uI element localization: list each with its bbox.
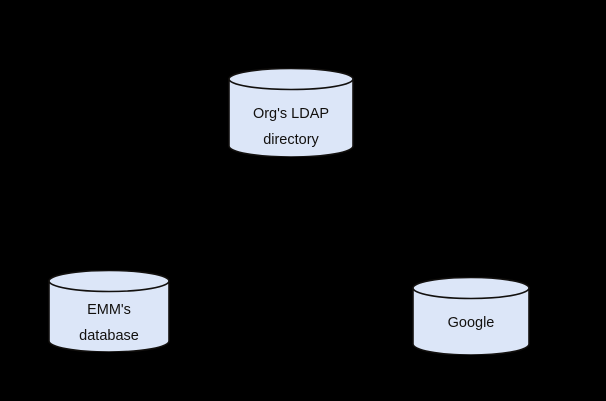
node-emm-database[interactable]: EMM's database: [48, 270, 170, 352]
node-ldap-directory[interactable]: Org's LDAP directory: [228, 68, 354, 157]
cylinder-shape-icon: [228, 68, 354, 157]
cylinder-shape-icon: [412, 277, 530, 355]
cylinder-shape-icon: [48, 270, 170, 352]
node-google[interactable]: Google: [412, 277, 530, 355]
